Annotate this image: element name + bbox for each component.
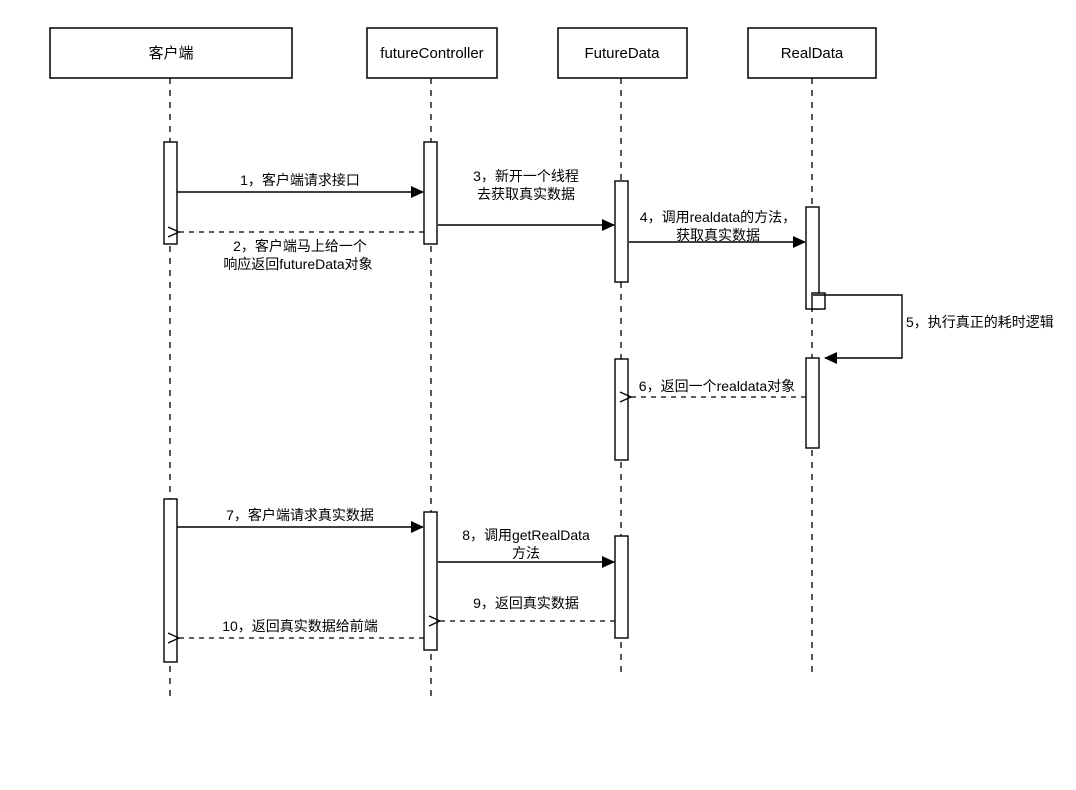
message-7: 7，客户端请求真实数据 — [177, 507, 424, 533]
message-4-label-line1: 4，调用realdata的方法， — [640, 209, 796, 225]
message-1: 1，客户端请求接口 — [177, 172, 424, 198]
message-2-label-line2: 响应返回futureData对象 — [223, 256, 372, 272]
message-3: 3，新开一个线程 去获取真实数据 — [438, 168, 615, 231]
activation-futurecontroller-1 — [423, 141, 438, 245]
activation-realdata-2 — [805, 357, 820, 449]
actor-futurecontroller: futureController — [366, 27, 498, 79]
message-3-label-line2: 去获取真实数据 — [477, 186, 575, 202]
message-9-label: 9，返回真实数据 — [473, 595, 579, 611]
activation-client-2 — [163, 498, 178, 663]
actor-futuredata-label: FutureData — [584, 45, 660, 62]
actor-futurecontroller-label: futureController — [380, 45, 483, 62]
actor-realdata-label: RealData — [781, 45, 844, 62]
actor-client-box — [49, 27, 293, 79]
actor-client: 客户端 — [49, 27, 293, 79]
message-8-label-line2: 方法 — [512, 545, 540, 561]
message-2-label-line1: 2，客户端马上给一个 — [233, 238, 367, 254]
message-1-label: 1，客户端请求接口 — [240, 172, 360, 188]
actor-futuredata-box — [557, 27, 688, 79]
message-8-label-line1: 8，调用getRealData — [462, 527, 590, 543]
activation-futuredata-3 — [614, 535, 629, 639]
actor-client-label: 客户端 — [148, 45, 193, 62]
message-4: 4，调用realdata的方法， 获取真实数据 — [629, 209, 806, 248]
message-8: 8，调用getRealData 方法 — [438, 527, 615, 568]
message-5: 5，执行真正的耗时逻辑 — [813, 294, 1054, 364]
message-7-label: 7，客户端请求真实数据 — [226, 507, 374, 523]
activation-futuredata-1 — [614, 180, 629, 283]
activation-futuredata-2 — [614, 358, 629, 461]
message-3-label-line1: 3，新开一个线程 — [473, 168, 579, 184]
message-6: 6，返回一个realdata对象 — [619, 378, 806, 403]
activation-client-1 — [163, 141, 178, 245]
message-2: 2，客户端马上给一个 响应返回futureData对象 — [167, 226, 424, 272]
activation-realdata-self-nested — [811, 292, 826, 310]
message-5-label: 5，执行真正的耗时逻辑 — [906, 314, 1054, 330]
actor-realdata-box — [747, 27, 877, 79]
message-10-label: 10，返回真实数据给前端 — [222, 618, 378, 634]
message-9: 9，返回真实数据 — [428, 595, 615, 627]
activation-futurecontroller-2 — [423, 511, 438, 651]
message-5-self-arrow — [813, 294, 903, 364]
message-6-label: 6，返回一个realdata对象 — [639, 378, 795, 394]
actor-futuredata: FutureData — [557, 27, 688, 79]
message-4-label-line2: 获取真实数据 — [676, 227, 760, 243]
actor-futurecontroller-box — [366, 27, 498, 79]
actor-realdata: RealData — [747, 27, 877, 79]
message-10: 10，返回真实数据给前端 — [167, 618, 424, 644]
